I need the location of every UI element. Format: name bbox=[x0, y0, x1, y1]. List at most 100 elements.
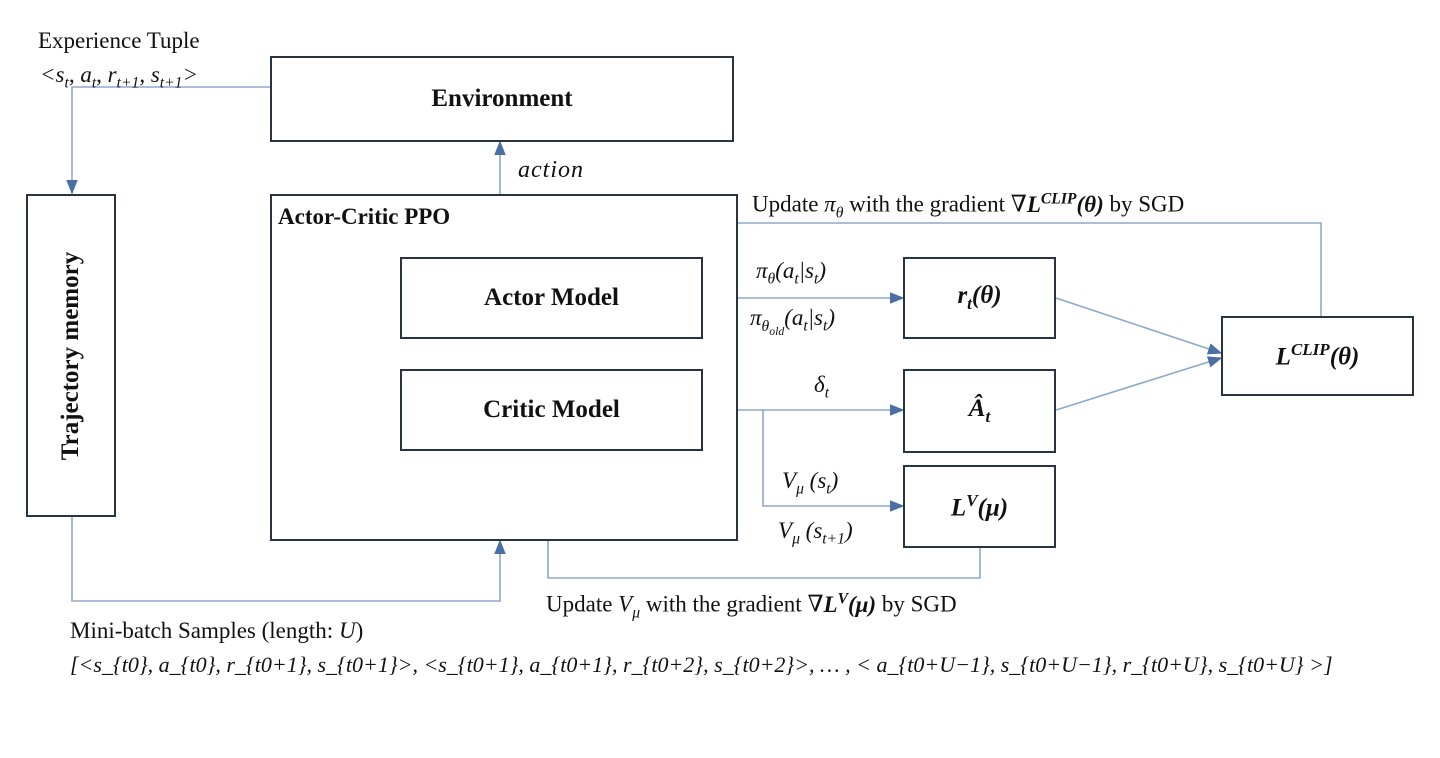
pi-old-bar-sub: t bbox=[823, 317, 828, 335]
wire-critic-to-lv bbox=[762, 410, 905, 512]
ppo-label: Actor-Critic PPO bbox=[278, 204, 451, 229]
critic-model-box: Critic Model bbox=[400, 369, 703, 451]
pi-theta-arg-sub: t bbox=[794, 270, 799, 288]
actor-model-box: Actor Model bbox=[400, 257, 703, 339]
advantage-formula: Ât bbox=[969, 395, 990, 427]
update-actor-nabla: ∇ bbox=[1010, 191, 1027, 217]
pi-old-bar: |s bbox=[807, 305, 823, 330]
ratio-arg: (θ) bbox=[971, 282, 1002, 309]
ratio-box: rt(θ) bbox=[903, 257, 1056, 339]
v-st-close: ) bbox=[830, 468, 839, 493]
v-st-arg: (s bbox=[803, 468, 827, 493]
update-actor-mid: with the gradient bbox=[843, 191, 1011, 217]
update-critic-L-sup: V bbox=[837, 590, 848, 607]
update-actor-label: Update πθ with the gradient ∇LCLIP(θ) by… bbox=[752, 190, 1184, 222]
update-critic-V: V bbox=[618, 591, 633, 617]
tuple-a-sub: t bbox=[91, 74, 97, 92]
update-actor-arg: (θ) bbox=[1076, 191, 1104, 217]
delta-t-label: δt bbox=[814, 372, 829, 403]
pi-old-subsub: old bbox=[769, 324, 785, 338]
update-critic-label: Update Vμ with the gradient ∇LV(μ) by SG… bbox=[546, 590, 957, 622]
pi-theta-arg: (a bbox=[775, 258, 795, 283]
pi-theta-old-label: πθold(at|st) bbox=[750, 305, 835, 338]
delta-sub: t bbox=[824, 384, 830, 402]
pi-old-sub: θ bbox=[761, 317, 770, 335]
clip-loss-formula: LCLIP(θ) bbox=[1276, 340, 1360, 371]
update-critic-nabla: ∇ bbox=[807, 591, 824, 617]
advantage-A: Â bbox=[968, 395, 986, 422]
minibatch-title: Mini-batch Samples (length: U) bbox=[70, 618, 363, 644]
update-actor-pi: π bbox=[824, 191, 836, 217]
v-st1-arg: (s bbox=[799, 518, 823, 543]
update-actor-prefix: Update bbox=[752, 191, 825, 217]
pi-old-pi: π bbox=[750, 305, 762, 330]
environment-label: Environment bbox=[431, 85, 573, 112]
pi-old-close: ) bbox=[827, 305, 836, 330]
tuple-s2-sub: t+1 bbox=[159, 74, 183, 92]
ratio-formula: rt(θ) bbox=[957, 282, 1001, 314]
pi-theta-label: πθ(at|st) bbox=[756, 258, 826, 289]
wire-minibatch-feed bbox=[71, 517, 506, 602]
action-label: action bbox=[518, 157, 584, 183]
v-st1-label: Vμ (st+1) bbox=[778, 518, 853, 549]
update-actor-suffix: by SGD bbox=[1103, 191, 1185, 217]
tuple-close: > bbox=[182, 62, 199, 87]
minibatch-sequence: [<s_{t0}, a_{t0}, r_{t0+1}, s_{t0+1}>, <… bbox=[70, 652, 1333, 677]
v-st-label: Vμ (st) bbox=[782, 468, 838, 499]
pi-old-arg: (a bbox=[784, 305, 804, 330]
v-st1-arg-sub: t+1 bbox=[822, 530, 845, 548]
ratio-sub: t bbox=[967, 294, 972, 313]
wire-rt-to-lclip bbox=[1055, 297, 1223, 355]
v-st1-V: V bbox=[778, 518, 793, 543]
tuple-s-sub: t bbox=[64, 74, 69, 92]
delta-symbol: δ bbox=[814, 372, 825, 397]
update-actor-L-sup: CLIP bbox=[1040, 190, 1077, 207]
v-st-sub: μ bbox=[796, 480, 804, 498]
advantage-sub: t bbox=[985, 407, 991, 426]
update-critic-suffix: by SGD bbox=[876, 591, 957, 617]
minibatch-title-text: Mini-batch Samples (length: bbox=[70, 618, 339, 643]
update-critic-arg: (μ) bbox=[847, 591, 877, 617]
ratio-r: r bbox=[957, 282, 968, 309]
experience-tuple-formula: <st, at, rt+1, st+1> bbox=[40, 62, 199, 92]
wire-adv-to-lclip bbox=[1055, 356, 1223, 411]
value-loss-box: LV(μ) bbox=[903, 465, 1056, 548]
experience-title-text: Experience Tuple bbox=[38, 28, 200, 53]
minibatch-title-close: ) bbox=[355, 618, 364, 643]
tuple-open: < bbox=[40, 62, 56, 87]
update-actor-pi-sub: θ bbox=[835, 204, 844, 222]
value-loss-arg: (μ) bbox=[977, 494, 1009, 522]
pi-theta-pi: π bbox=[756, 258, 768, 283]
pi-theta-bar-sub: t bbox=[814, 270, 819, 288]
advantage-box: Ât bbox=[903, 369, 1056, 453]
clip-loss-L: L bbox=[1275, 343, 1291, 371]
trajectory-memory-label: Trajectory memory bbox=[57, 251, 85, 460]
v-st-arg-sub: t bbox=[826, 480, 831, 498]
value-loss-formula: LV(μ) bbox=[951, 491, 1008, 522]
v-st1-close: ) bbox=[844, 518, 853, 543]
update-actor-L: L bbox=[1026, 191, 1041, 217]
value-loss-sup: V bbox=[966, 490, 978, 510]
pi-theta-bar: |s bbox=[798, 258, 815, 283]
update-critic-prefix: Update bbox=[546, 591, 619, 617]
ppo-container: Actor-Critic PPO bbox=[270, 194, 738, 541]
v-st-V: V bbox=[782, 468, 797, 493]
tuple-r-sub: t+1 bbox=[116, 74, 140, 92]
v-st1-sub: μ bbox=[792, 530, 800, 548]
update-critic-L: L bbox=[823, 591, 838, 617]
update-critic-mid: with the gradient bbox=[640, 591, 808, 617]
pi-old-arg-sub: t bbox=[803, 317, 808, 335]
tuple-s2: s bbox=[150, 62, 160, 87]
clip-loss-arg: (θ) bbox=[1329, 343, 1360, 371]
clip-loss-sup: CLIP bbox=[1290, 340, 1330, 360]
clip-loss-box: LCLIP(θ) bbox=[1221, 316, 1414, 396]
update-critic-V-sub: μ bbox=[632, 604, 641, 622]
pi-theta-sub: θ bbox=[767, 270, 776, 288]
critic-model-label: Critic Model bbox=[483, 396, 620, 423]
actor-model-label: Actor Model bbox=[484, 284, 619, 311]
wire-env-to-trajectory bbox=[66, 86, 270, 195]
value-loss-L: L bbox=[950, 494, 967, 522]
trajectory-memory-box: Trajectory memory bbox=[26, 194, 116, 517]
environment-box: Environment bbox=[270, 56, 734, 142]
tuple-a: a bbox=[80, 62, 92, 87]
